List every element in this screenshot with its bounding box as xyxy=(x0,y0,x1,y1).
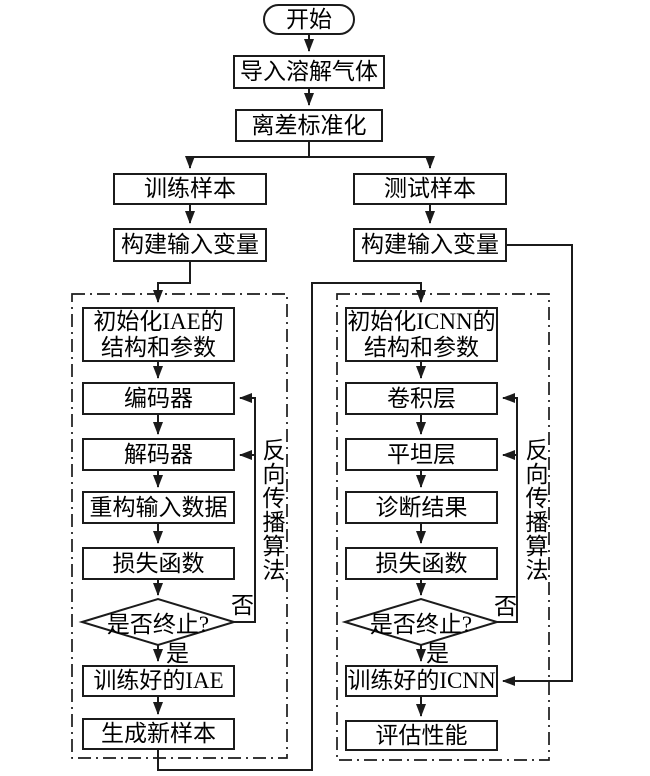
node-conv-layer: 卷积层 xyxy=(345,382,498,415)
dashed-boundary-left xyxy=(71,293,288,759)
label-no-right: 否 xyxy=(494,594,517,619)
dashed-boundary-right xyxy=(336,293,550,761)
backprop-label-right: 反向传播算法 xyxy=(522,438,547,582)
node-build-input-left: 构建输入变量 xyxy=(113,228,267,262)
node-generate-samples: 生成新样本 xyxy=(82,718,235,750)
diamond-terminate-right xyxy=(341,597,501,647)
node-evaluate: 评估性能 xyxy=(345,720,498,751)
node-flatten-layer: 平坦层 xyxy=(345,438,498,471)
node-terminate-right: 是否终止? xyxy=(369,612,473,637)
node-reconstruct-input: 重构输入数据 xyxy=(82,491,235,524)
node-build-input-right: 构建输入变量 xyxy=(353,228,507,262)
node-terminate-left: 是否终止? xyxy=(106,612,210,637)
label-no-left: 否 xyxy=(231,593,254,618)
label-yes-right: 是 xyxy=(426,641,449,666)
node-trained-icnn: 训练好的ICNN xyxy=(345,665,498,697)
node-loss-left: 损失函数 xyxy=(82,547,235,580)
node-diagnosis-result: 诊断结果 xyxy=(345,491,498,524)
flow-connectors xyxy=(153,34,573,771)
label-yes-left: 是 xyxy=(166,641,189,666)
backprop-label-left: 反向传播算法 xyxy=(259,438,284,582)
diamond-terminate-left xyxy=(78,597,238,647)
node-start: 开始 xyxy=(263,4,355,35)
node-loss-right: 损失函数 xyxy=(345,547,498,580)
node-decoder: 解码器 xyxy=(82,438,235,471)
node-train-samples: 训练样本 xyxy=(113,173,267,205)
node-init-icnn: 初始化ICNN的 结构和参数 xyxy=(345,307,498,362)
node-normalize: 离差标准化 xyxy=(235,109,383,142)
node-test-samples: 测试样本 xyxy=(353,173,507,205)
node-trained-iae: 训练好的IAE xyxy=(82,665,235,697)
node-encoder: 编码器 xyxy=(82,382,235,415)
node-init-iae: 初始化IAE的 结构和参数 xyxy=(82,307,235,362)
node-import-gas: 导入溶解气体 xyxy=(233,55,385,89)
